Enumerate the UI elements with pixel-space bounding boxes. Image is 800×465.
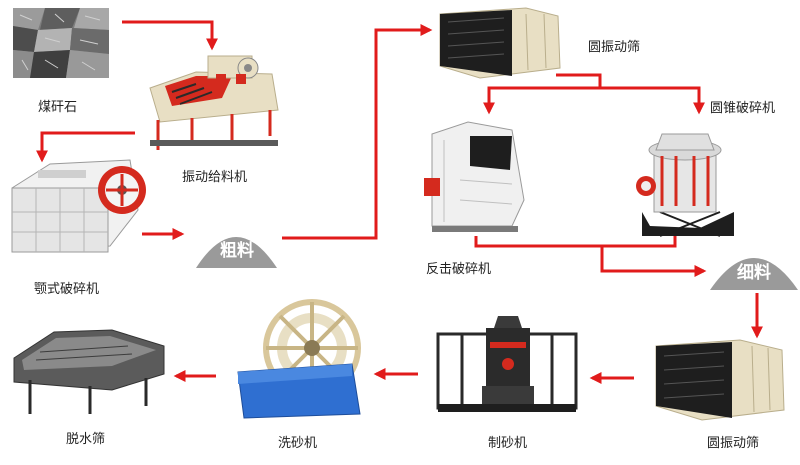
sand-washer-label: 洗砂机 (278, 436, 318, 451)
jaw-crusher-image (11, 159, 146, 253)
arrow-screen-split (556, 73, 602, 88)
arrow-cone-to-fine (602, 233, 677, 248)
sand-maker-label: 制砂机 (488, 436, 528, 451)
vibrating-feeder-label: 振动给料机 (182, 170, 248, 185)
arrow-feeder-to-jaw (36, 131, 135, 163)
raw-stone-label: 煤矸石 (38, 100, 78, 115)
arrow-to-impact (483, 86, 600, 115)
arrow-to-cone (600, 86, 705, 115)
jaw-crusher-label: 颚式破碎机 (34, 282, 100, 297)
coarse-material-pile (196, 237, 277, 268)
cone-crusher-image (636, 133, 734, 237)
flow-arrows (36, 20, 763, 384)
dewatering-screen-label: 脱水筛 (66, 432, 106, 447)
circular-screen-top-label: 圆振动筛 (588, 40, 641, 55)
sand-washer-image (237, 299, 361, 419)
cone-crusher-label: 圆锥破碎机 (710, 101, 776, 116)
arrow-coarse-to-screen (282, 24, 433, 240)
circular-screen-bottom-label: 圆振动筛 (707, 436, 760, 451)
circular-screen-top-image (439, 7, 561, 79)
arrow-impact-to-fine (474, 236, 707, 277)
raw-stone-image (13, 8, 109, 78)
sand-maker-image (436, 316, 578, 412)
arrow-stone-to-feeder (122, 20, 218, 51)
vibrating-feeder-image (149, 55, 279, 150)
fine-material-pile (710, 258, 798, 290)
dewatering-screen-image (13, 329, 165, 414)
circular-screen-bottom-image (655, 339, 785, 421)
fine-material-label: 细料 (737, 262, 771, 283)
impact-crusher-label: 反击破碎机 (426, 262, 492, 277)
coarse-material-label: 粗料 (220, 240, 254, 261)
impact-crusher-image (424, 121, 525, 232)
